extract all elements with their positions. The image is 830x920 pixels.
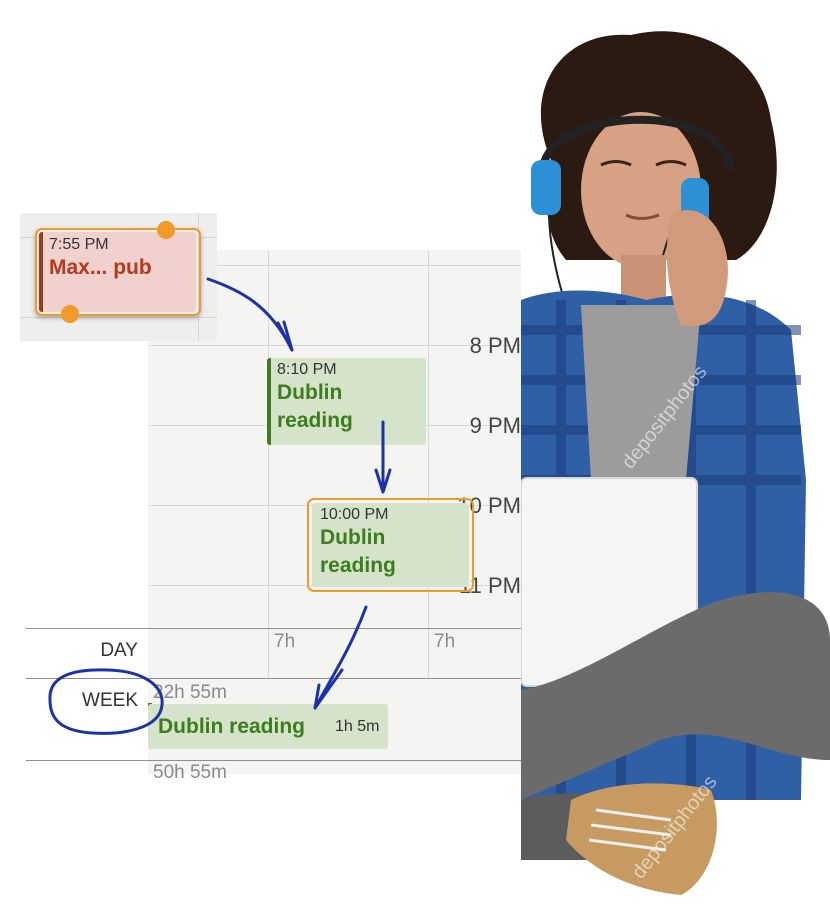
- grid-line: [268, 250, 269, 678]
- selection-outline: [35, 228, 201, 316]
- day-total: 7h: [434, 631, 456, 652]
- hour-label: 8 PM: [469, 333, 521, 358]
- grid-line: [148, 345, 521, 346]
- hour-label: 9 PM: [469, 413, 521, 438]
- week-event-bar[interactable]: Dublin reading 1h 5m: [148, 704, 388, 749]
- selection-outline: [307, 498, 474, 592]
- resize-handle-top[interactable]: [157, 221, 175, 239]
- photo-man-with-headphones: depositphotos depositphotos: [521, 0, 830, 920]
- event-time: 10:00 PM: [320, 506, 389, 523]
- week-total: 22h 55m: [153, 682, 227, 703]
- summary-divider: [26, 760, 521, 761]
- event-time: 7:55 PM: [49, 236, 109, 253]
- dragged-event[interactable]: 7:55 PM Max... pub: [39, 232, 196, 312]
- summary-divider: [26, 628, 521, 629]
- resize-handle-bottom[interactable]: [61, 305, 79, 323]
- grid-line: [148, 265, 521, 266]
- week-event-duration: 1h 5m: [335, 718, 380, 735]
- event-title: Dublin: [277, 381, 343, 404]
- event-title: Max... pub: [49, 256, 152, 279]
- row-label-day: DAY: [100, 640, 138, 661]
- grid-line: [428, 250, 429, 678]
- row-label-week: WEEK: [82, 690, 138, 711]
- next-total: 50h 55m: [153, 762, 227, 783]
- day-total: 7h: [274, 631, 296, 652]
- event-time: 8:10 PM: [277, 361, 337, 378]
- calendar-event[interactable]: 8:10 PM Dublin reading: [267, 358, 426, 445]
- summary-divider: [26, 678, 521, 679]
- week-event-title: Dublin reading: [158, 715, 305, 738]
- calendar-event-highlighted[interactable]: 10:00 PM Dublin reading: [312, 503, 469, 587]
- event-title: Dublin: [320, 526, 386, 549]
- event-title: reading: [320, 554, 396, 577]
- event-title: reading: [277, 409, 353, 432]
